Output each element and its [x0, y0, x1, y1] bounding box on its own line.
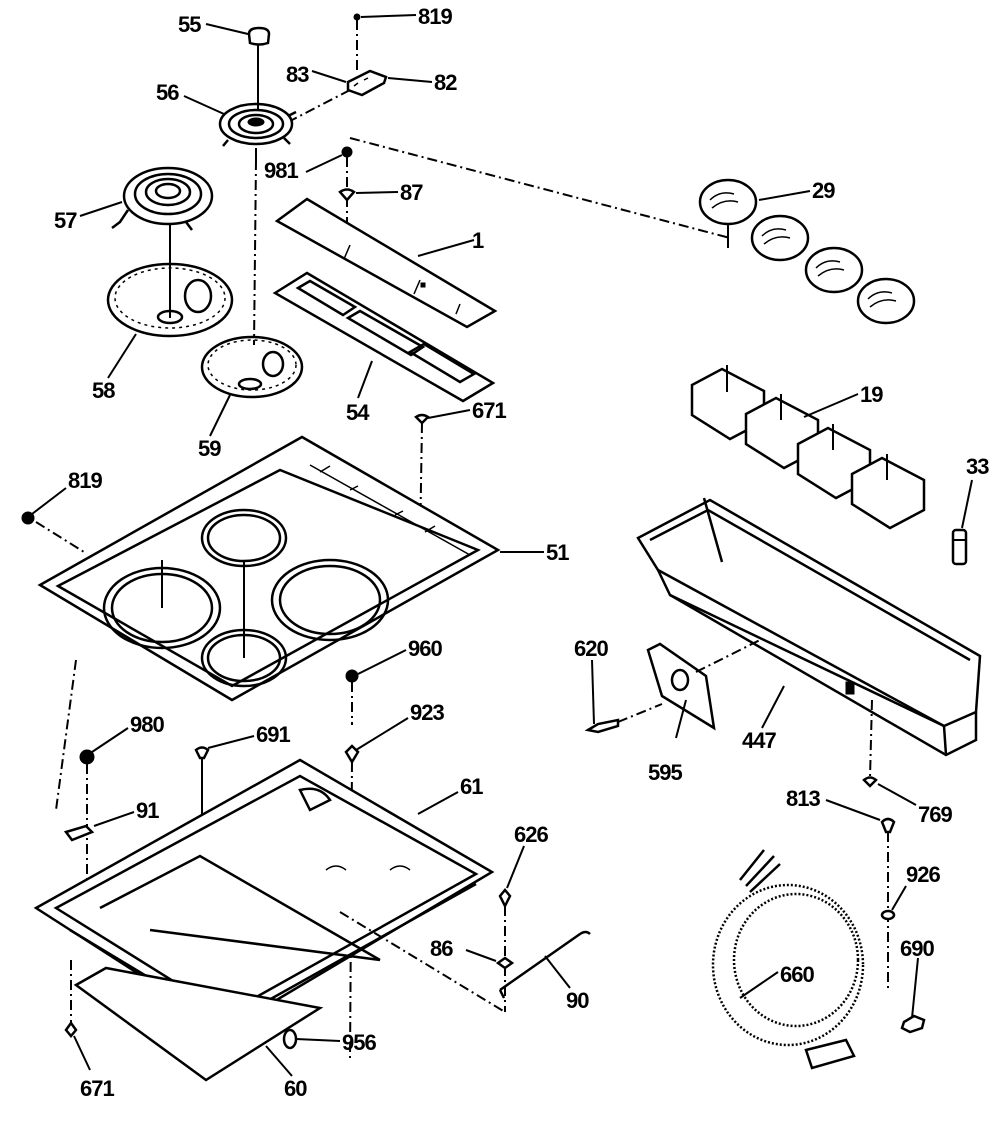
part-626-screw[interactable]: [498, 888, 512, 909]
part-54-panel-gasket[interactable]: [272, 271, 496, 403]
part-691-screw[interactable]: [194, 746, 210, 760]
part-923-screw[interactable]: [344, 744, 360, 765]
part-55-cap[interactable]: [247, 26, 271, 46]
label-956: 956: [342, 1030, 376, 1055]
label-819-side: 819: [68, 468, 102, 493]
part-1-control-panel-overlay[interactable]: [274, 197, 498, 329]
part-19-infinite-switches[interactable]: [690, 365, 926, 530]
part-671-screw-top[interactable]: [414, 413, 430, 425]
label-33: 33: [966, 454, 989, 479]
label-82: 82: [434, 70, 457, 95]
label-960: 960: [408, 636, 442, 661]
label-58: 58: [92, 378, 115, 403]
part-956-clip-nut[interactable]: [282, 1028, 298, 1050]
label-51: 51: [546, 540, 569, 565]
part-60-bottom-panel[interactable]: [73, 966, 324, 1082]
label-87: 87: [400, 180, 423, 205]
label-819-top: 819: [418, 4, 452, 29]
part-56-surface-unit-small[interactable]: [218, 102, 297, 147]
label-691: 691: [256, 722, 290, 747]
label-813: 813: [786, 786, 820, 811]
label-769: 769: [918, 802, 952, 827]
part-981-nut[interactable]: [341, 146, 353, 158]
part-87-washer[interactable]: [338, 188, 356, 202]
label-620: 620: [574, 636, 608, 661]
label-980: 980: [130, 712, 164, 737]
part-813-screw[interactable]: [880, 817, 896, 834]
label-29: 29: [812, 178, 835, 203]
part-447-control-housing[interactable]: [636, 497, 982, 757]
label-57: 57: [54, 208, 77, 233]
part-690-strain-relief[interactable]: [900, 1014, 926, 1034]
label-1: 1: [472, 228, 484, 253]
part-59-drip-pan-small[interactable]: [200, 335, 304, 399]
label-59: 59: [198, 436, 221, 461]
part-819-screw-side[interactable]: [21, 511, 35, 525]
part-980-nut[interactable]: [79, 749, 95, 765]
label-90: 90: [566, 988, 589, 1013]
label-55: 55: [178, 12, 201, 37]
part-82-terminal-block[interactable]: [346, 69, 388, 97]
label-83: 83: [286, 62, 309, 87]
label-56: 56: [156, 80, 179, 105]
label-447: 447: [742, 728, 776, 753]
part-57-surface-unit-large[interactable]: [111, 166, 214, 231]
part-29-control-knobs[interactable]: [698, 178, 916, 325]
part-90-rod[interactable]: [498, 930, 591, 999]
label-54: 54: [346, 400, 370, 425]
label-981: 981: [264, 158, 298, 183]
label-60: 60: [284, 1076, 307, 1101]
part-33-indicator-light[interactable]: [951, 528, 968, 566]
part-86-clip[interactable]: [495, 956, 515, 970]
part-660-power-cord[interactable]: [711, 849, 865, 1070]
label-660: 660: [780, 962, 814, 987]
label-926: 926: [906, 862, 940, 887]
part-819-screw-top[interactable]: [353, 13, 361, 21]
label-86: 86: [430, 936, 453, 961]
label-91: 91: [136, 798, 159, 823]
part-769-screw[interactable]: [862, 776, 878, 788]
label-671-bottom: 671: [80, 1076, 114, 1101]
label-61: 61: [460, 774, 483, 799]
label-19: 19: [860, 382, 883, 407]
part-671-screw-bottom[interactable]: [64, 1020, 78, 1038]
part-926-washer[interactable]: [880, 909, 896, 921]
part-960-clip-nut[interactable]: [345, 669, 359, 683]
label-923: 923: [410, 700, 444, 725]
part-595-bracket[interactable]: [646, 642, 716, 731]
label-595: 595: [648, 760, 682, 785]
label-690: 690: [900, 936, 934, 961]
part-91-clip[interactable]: [63, 824, 95, 842]
part-620-screw[interactable]: [584, 718, 620, 734]
label-671-top: 671: [472, 398, 506, 423]
part-58-drip-pan-large[interactable]: [106, 262, 234, 338]
label-626: 626: [514, 822, 548, 847]
